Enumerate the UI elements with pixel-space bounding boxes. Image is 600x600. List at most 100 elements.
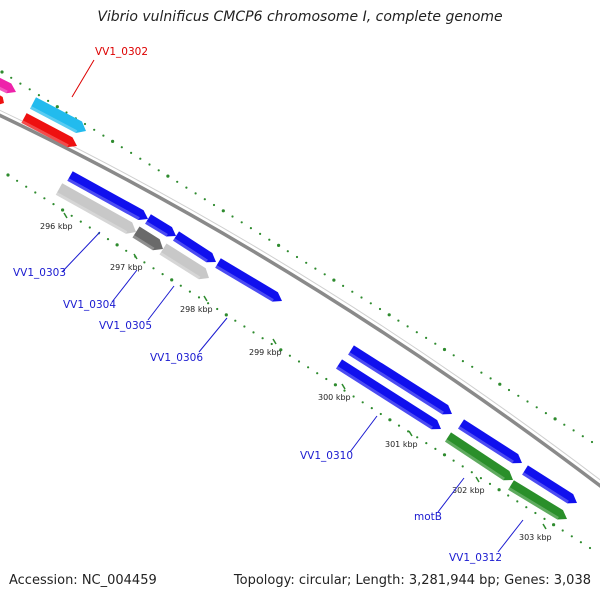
ruler-dot (28, 88, 31, 91)
ruler-dot (525, 506, 528, 509)
ruler-dot (120, 146, 123, 149)
gene-label-VV1_0303: VV1_0303 (13, 267, 66, 279)
ruler-dot (259, 232, 262, 235)
ruler-dot (93, 128, 96, 131)
gene-arrow-upper-5 (458, 419, 522, 464)
tick-label: 297 kbp (110, 263, 143, 272)
gene-label-VV1_0302: VV1_0302 (95, 46, 148, 58)
ruler-dot (216, 307, 219, 311)
gene-arrow-upper-5-shine (458, 426, 514, 464)
ruler-dot (316, 372, 319, 375)
ruler-dot (188, 290, 191, 293)
ruler-dot (261, 337, 264, 340)
gene-arrow-VV1_0305-shine (159, 252, 201, 280)
gene-label-VV1_0305: VV1_0305 (99, 320, 152, 332)
gene-arrow-motB (445, 432, 513, 481)
ruler-dot (572, 429, 575, 432)
gene-arrow-upper-1-shine (67, 178, 140, 220)
ruler-dot (203, 198, 206, 201)
ruler-dot (488, 482, 492, 485)
gene-arrow-VV1_0310-shine (336, 366, 433, 430)
ruler-dot (268, 238, 271, 241)
gene-arrow-VV1_0312-body (508, 480, 567, 520)
gene-arrow-VV1_0302-shine (30, 106, 78, 133)
ruler-dot (16, 179, 19, 182)
ruler-dot (342, 284, 345, 287)
ruler-dot (452, 459, 455, 462)
gene-arrow-magenta-shine (0, 86, 8, 94)
ruler-dot (378, 307, 382, 311)
ruler-dot (369, 302, 372, 305)
label-leader-line (71, 59, 95, 98)
gene-labels: VV1_0302VV1_0303VV1_0304VV1_0305VV1_0306… (13, 46, 524, 564)
ruler-dot (185, 186, 188, 189)
gene-arrow-VV1_0303-shine (55, 192, 128, 234)
gene-arrow-red-fragment-body (0, 95, 4, 105)
ruler-dot (55, 105, 59, 109)
ruler-dot (25, 185, 28, 188)
gene-arrow-VV1_0304-body (132, 226, 163, 251)
ruler-dot (516, 500, 519, 503)
ruler-dot (170, 278, 174, 282)
ruler-dot (407, 430, 410, 433)
gene-arrow-upper-4-shine (348, 352, 444, 415)
ruler-dot (370, 407, 373, 410)
tick-mark (63, 212, 68, 219)
ruler-dot (221, 209, 225, 213)
tick-mark (203, 295, 208, 302)
ruler-dot (212, 203, 216, 207)
ruler-dot (115, 243, 119, 247)
ruler-dot (397, 319, 400, 322)
gene-arrow-VV1_0304 (132, 226, 163, 251)
gene-arrow-upper-4 (348, 345, 452, 415)
ruler-dot (332, 278, 336, 282)
gene-arrow-VV1_0303 (55, 183, 136, 234)
gene-arrow-upper-3-body (173, 231, 216, 263)
ruler-dot (19, 82, 22, 85)
genome-summary-text: Topology: circular; Length: 3,281,944 bp… (233, 573, 591, 588)
ruler-dot (102, 134, 105, 137)
ruler-dot (498, 382, 502, 386)
gene-arrow-VV1_0310-body (336, 359, 441, 430)
gene-arrow-upper-2-shine (145, 221, 168, 237)
ruler-dot (152, 267, 155, 270)
ruler-dot (579, 541, 583, 544)
gene-arrow-VV1_0304-shine (132, 235, 155, 251)
tick-label: 303 kbp (519, 533, 552, 542)
ruler-dot (561, 529, 564, 532)
ruler-dot (588, 546, 592, 550)
gene-label-VV1_0310: VV1_0310 (300, 450, 353, 462)
ruler-dot (197, 296, 201, 299)
gene-arrow-upper-2-body (145, 214, 176, 237)
ruler-dot (526, 400, 529, 403)
ruler-dot (406, 325, 409, 328)
gene-arrow-upper-3 (173, 231, 216, 263)
gene-arrow-upper-3-shine (173, 238, 208, 263)
tick-label: 302 kbp (452, 486, 485, 495)
ruler-dot (37, 94, 41, 97)
ruler-dot (343, 389, 346, 392)
gene-arrow-upper-5-body (458, 419, 522, 464)
gene-label-VV1_0304: VV1_0304 (63, 299, 116, 311)
ruler-dot (535, 406, 538, 409)
gene-arrow-red-fragment (0, 95, 4, 105)
ruler-dot (240, 221, 243, 224)
ruler-dot (179, 284, 182, 287)
tick-label: 300 kbp (318, 393, 351, 402)
ruler-dot (47, 99, 50, 102)
ruler-dot (243, 325, 246, 328)
ruler-dot (270, 342, 273, 346)
ruler-dot (379, 412, 382, 416)
ruler-dot (471, 365, 474, 368)
ruler-dot (333, 383, 337, 387)
ruler-dot (139, 157, 142, 160)
tick-mark (341, 383, 346, 390)
gene-arrow-upper-1 (67, 171, 148, 220)
label-leader-line (61, 231, 101, 273)
ruler-dot (252, 331, 255, 334)
gene-arrow-VV1_0305 (159, 243, 209, 280)
ruler-dot (517, 394, 520, 397)
gene-arrow-red (21, 113, 77, 148)
gene-arrow-upper-6 (522, 465, 577, 504)
